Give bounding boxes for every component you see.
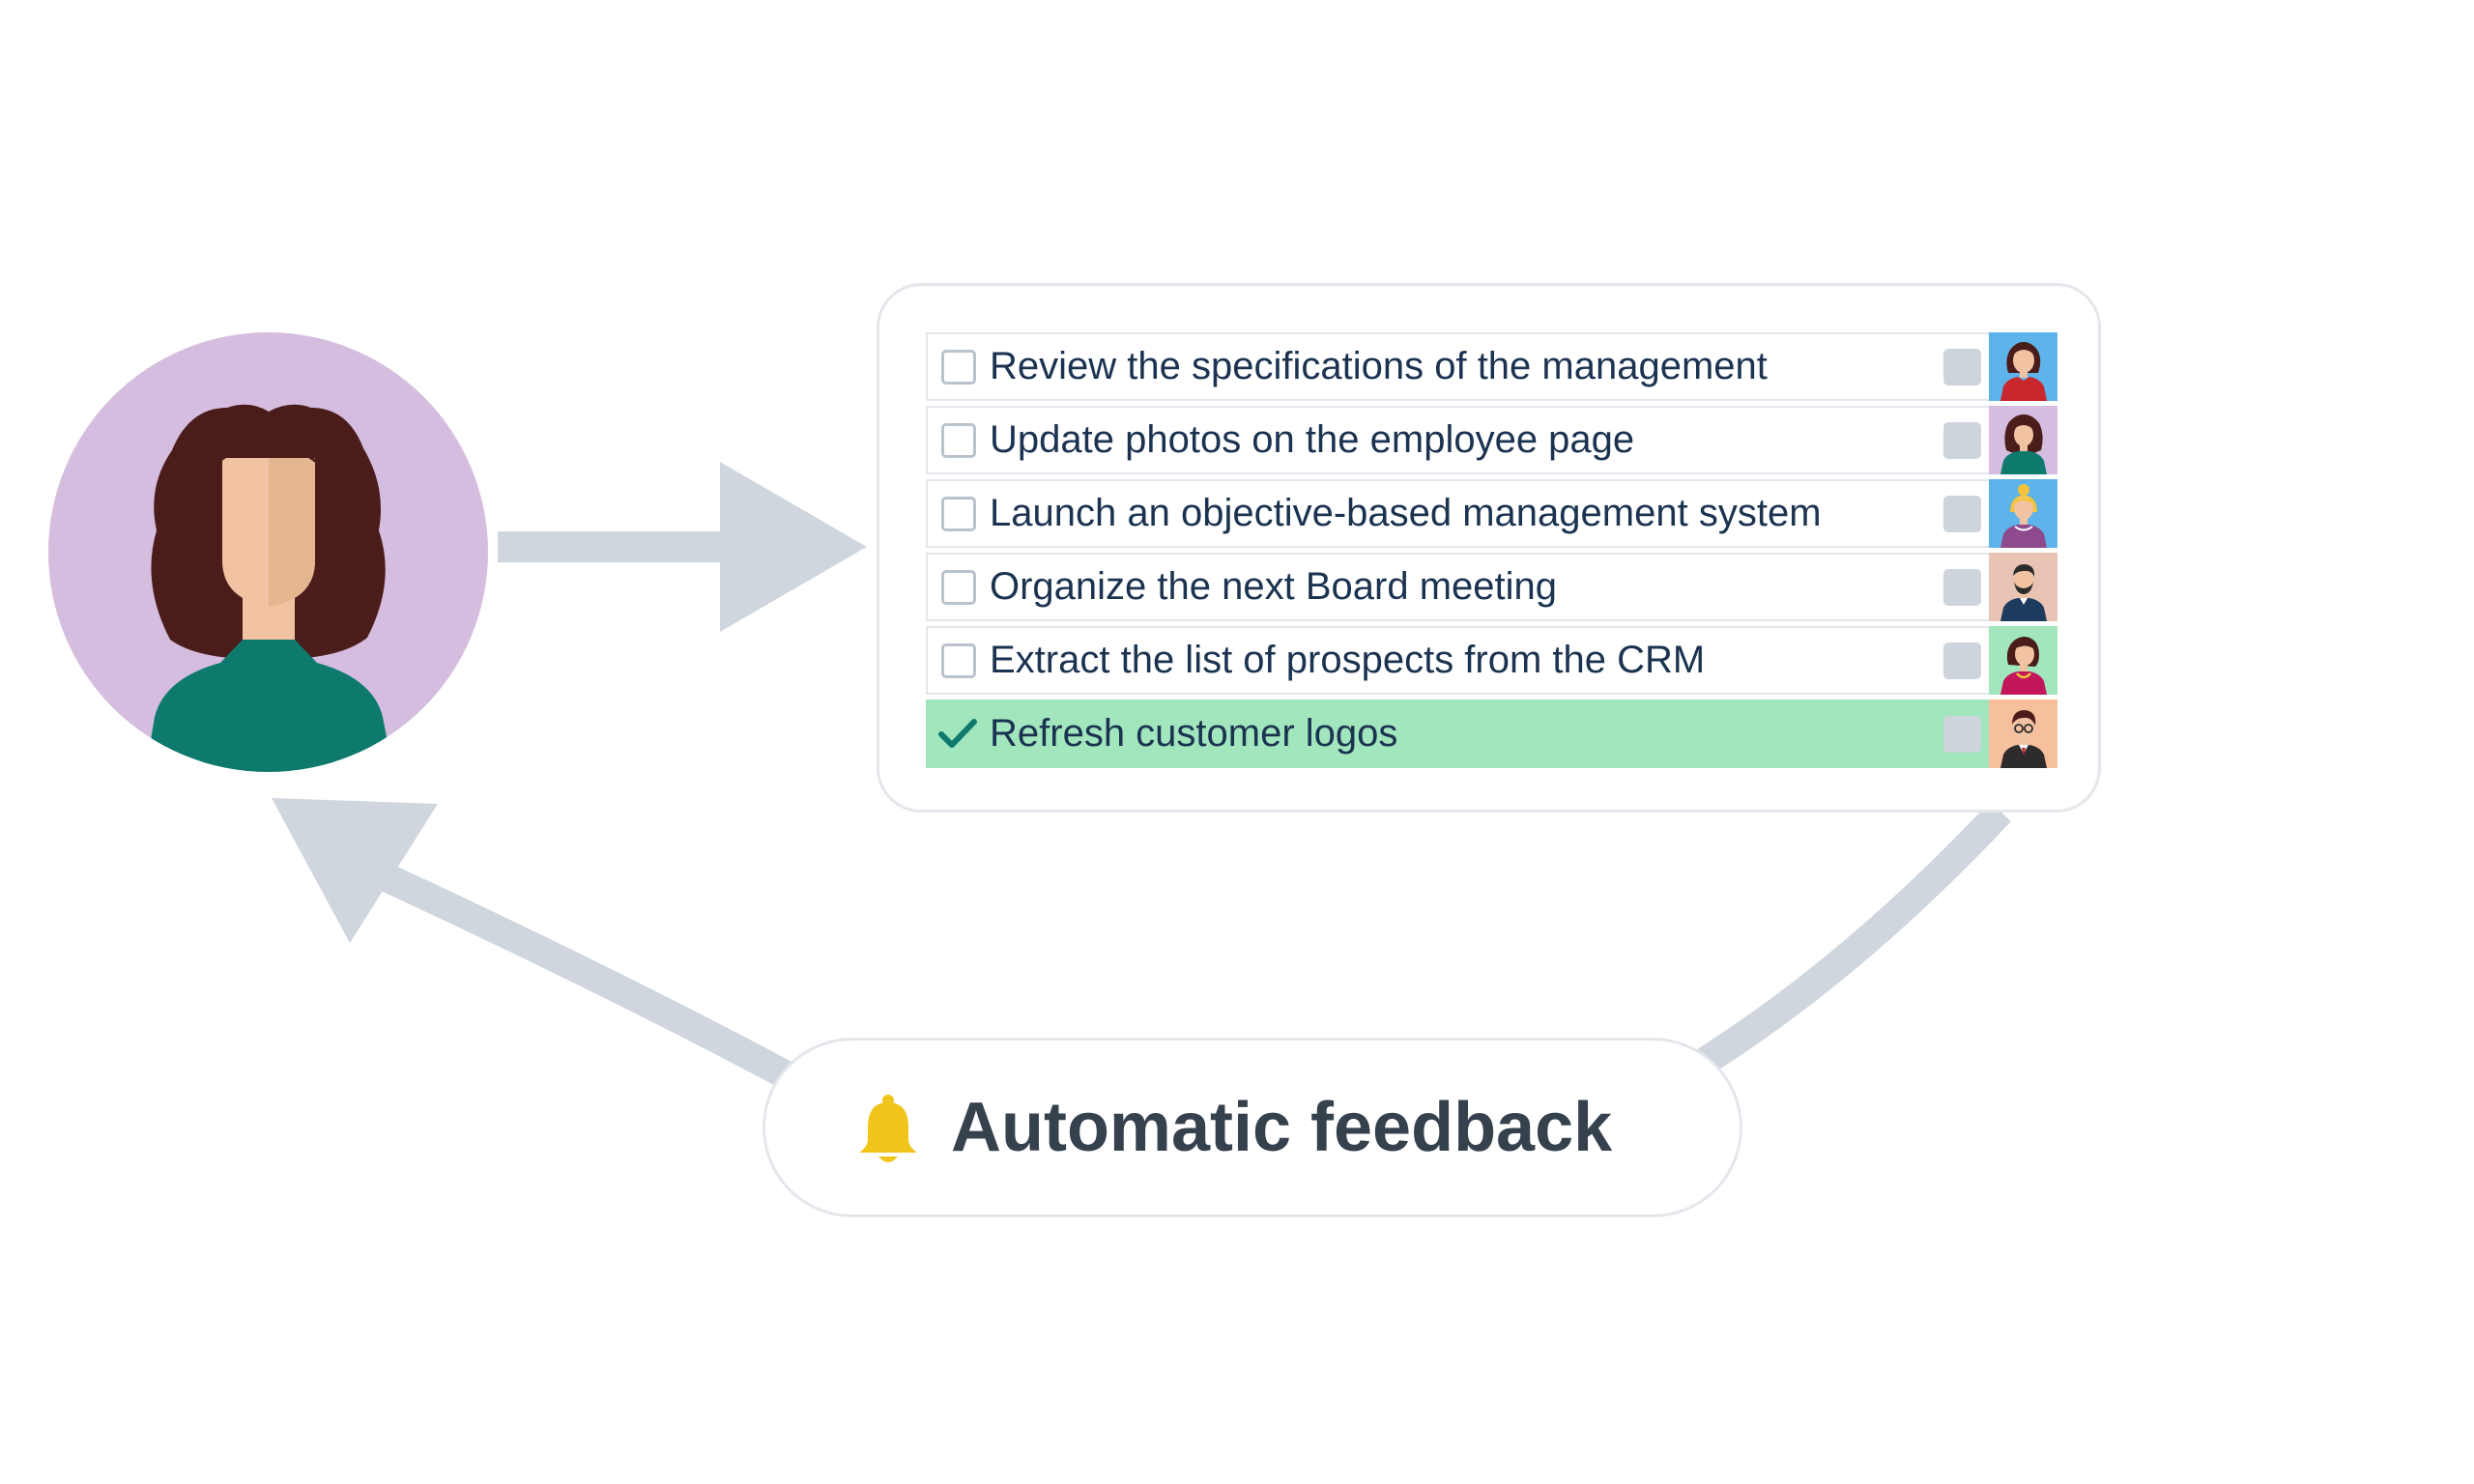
task-label: Review the specifications of the managem… (990, 345, 1768, 387)
task-row[interactable]: Organize the next Board meeting (926, 553, 2057, 621)
status-chip[interactable] (1943, 422, 1981, 459)
status-chip[interactable] (1943, 716, 1981, 753)
bell-icon (859, 1095, 917, 1162)
task-checkbox[interactable] (941, 423, 976, 458)
task-row[interactable]: Update photos on the employee page (926, 406, 2057, 474)
status-chip[interactable] (1943, 349, 1981, 385)
task-list: Review the specifications of the managem… (926, 332, 2057, 773)
task-checkbox[interactable] (941, 497, 976, 531)
task-label: Launch an objective-based management sys… (990, 492, 1822, 534)
task-row[interactable]: Extract the list of prospects from the C… (926, 626, 2057, 695)
task-label: Organize the next Board meeting (990, 565, 1558, 608)
bearded-man-avatar-icon (1989, 553, 2057, 621)
assign-arrow (498, 462, 867, 632)
task-checkbox[interactable] (941, 570, 976, 605)
status-chip[interactable] (1943, 496, 1981, 532)
task-row[interactable]: Refresh customer logos (926, 699, 2057, 768)
task-label: Refresh customer logos (990, 712, 1398, 755)
woman-avatar-icon (48, 332, 488, 772)
task-checkbox[interactable] (941, 350, 976, 385)
task-row[interactable]: Review the specifications of the managem… (926, 332, 2057, 401)
man-glasses-avatar-icon (1989, 699, 2057, 768)
feedback-return-arrow (272, 798, 792, 1088)
task-row[interactable]: Launch an objective-based management sys… (926, 479, 2057, 548)
task-list-card: Review the specifications of the managem… (877, 283, 2101, 813)
feedback-label: Automatic feedback (951, 1089, 1613, 1166)
task-checkbox[interactable] (941, 643, 976, 678)
task-label: Update photos on the employee page (990, 418, 1635, 461)
woman-green-top-avatar-icon (1989, 406, 2057, 474)
woman-necklace-avatar-icon (1989, 626, 2057, 695)
task-label: Extract the list of prospects from the C… (990, 639, 1706, 681)
woman-red-top-avatar-icon (1989, 332, 2057, 401)
status-chip[interactable] (1943, 642, 1981, 679)
status-chip[interactable] (1943, 569, 1981, 606)
checkmark-icon[interactable] (937, 715, 978, 752)
blonde-woman-avatar-icon (1989, 479, 2057, 548)
automatic-feedback-badge: Automatic feedback (762, 1038, 1742, 1217)
feedback-curve-from-list (1694, 801, 2011, 1075)
